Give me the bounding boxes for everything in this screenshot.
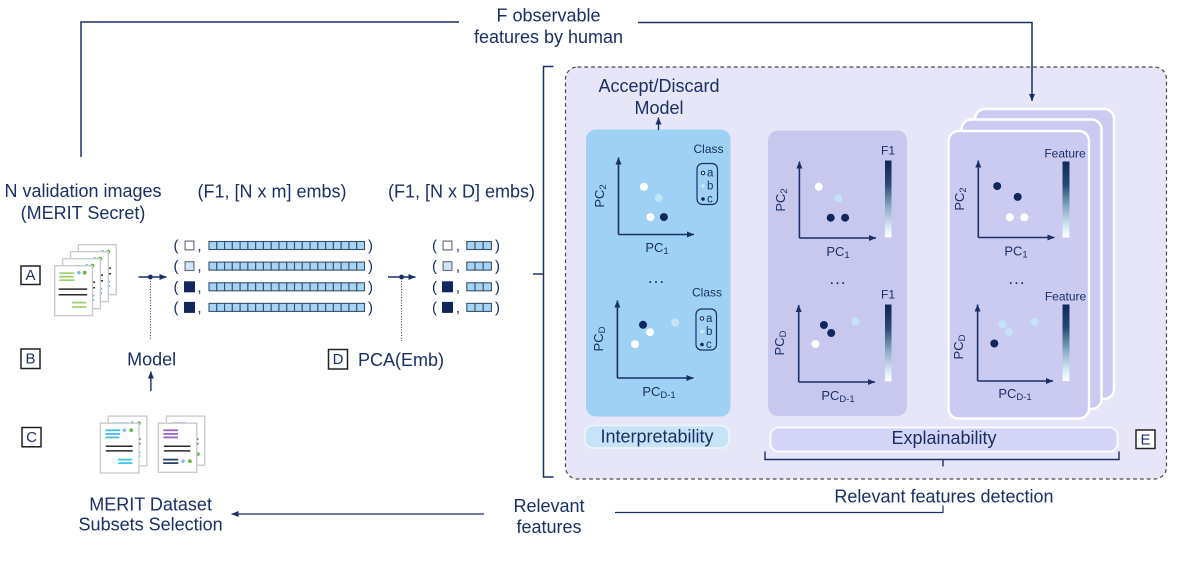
svg-text:(: (	[432, 299, 437, 316]
svg-text:Subsets Selection: Subsets Selection	[79, 515, 223, 535]
svg-text:Class: Class	[693, 142, 723, 156]
svg-text:Class: Class	[692, 286, 722, 300]
svg-text:b: b	[706, 326, 712, 338]
svg-text:(: (	[432, 258, 437, 275]
svg-text:,: ,	[456, 279, 460, 296]
svg-text:(F1, [N x m] embs): (F1, [N x m] embs)	[197, 182, 346, 202]
svg-text:a: a	[706, 313, 713, 325]
svg-text:...: ...	[648, 268, 665, 287]
svg-text:,: ,	[197, 258, 201, 275]
svg-text:Explainability: Explainability	[891, 428, 996, 448]
svg-text:,: ,	[197, 299, 201, 316]
svg-text:Relevant features detection: Relevant features detection	[834, 487, 1053, 507]
svg-text:(: (	[174, 279, 179, 296]
svg-text:PC1: PC1	[1004, 244, 1027, 261]
svg-text:Accept/Discard: Accept/Discard	[598, 76, 719, 96]
svg-text:(: (	[174, 238, 179, 255]
svg-text:(MERIT Secret): (MERIT Secret)	[21, 203, 146, 223]
svg-text:PC1: PC1	[826, 244, 849, 261]
svg-text:F1: F1	[881, 144, 895, 158]
svg-text:): )	[368, 238, 373, 255]
svg-text:features by human: features by human	[474, 27, 623, 47]
svg-text:): )	[368, 279, 373, 296]
svg-text:,: ,	[197, 238, 201, 255]
svg-text:D: D	[333, 351, 344, 368]
svg-text:a: a	[707, 168, 714, 180]
svg-text:,: ,	[456, 258, 460, 275]
svg-text:): )	[495, 238, 500, 255]
svg-text:c: c	[706, 339, 712, 351]
svg-text:PC2: PC2	[773, 188, 790, 211]
svg-text:A: A	[25, 267, 35, 284]
svg-text:,: ,	[456, 299, 460, 316]
svg-text:): )	[495, 279, 500, 296]
svg-text:): )	[495, 258, 500, 275]
svg-text:): )	[368, 258, 373, 275]
svg-text:MERIT Dataset: MERIT Dataset	[89, 495, 212, 515]
svg-text:): )	[368, 299, 373, 316]
svg-text:(: (	[174, 258, 179, 275]
svg-text:Model: Model	[634, 98, 683, 118]
svg-text:F1: F1	[881, 288, 895, 302]
svg-text:Interpretability: Interpretability	[600, 427, 713, 447]
svg-text:Relevant: Relevant	[513, 496, 584, 516]
svg-text:(: (	[432, 238, 437, 255]
svg-text:Feature: Feature	[1045, 290, 1087, 304]
svg-text:(: (	[174, 299, 179, 316]
svg-text:...: ...	[829, 269, 846, 288]
svg-text:PC2: PC2	[952, 187, 969, 210]
svg-text:,: ,	[456, 238, 460, 255]
svg-text:): )	[495, 299, 500, 316]
svg-text:,: ,	[197, 279, 201, 296]
svg-text:(: (	[432, 279, 437, 296]
svg-text:E: E	[1140, 432, 1150, 449]
svg-text:(F1, [N x D] embs): (F1, [N x D] embs)	[388, 182, 535, 202]
svg-text:Feature: Feature	[1044, 147, 1086, 161]
svg-text:PC2: PC2	[592, 184, 609, 207]
svg-text:F observable: F observable	[496, 6, 600, 26]
svg-text:N validation images: N validation images	[4, 181, 161, 201]
svg-text:C: C	[26, 429, 37, 446]
svg-text:B: B	[25, 351, 35, 368]
svg-text:Model: Model	[127, 350, 176, 370]
svg-text:...: ...	[1008, 269, 1025, 288]
svg-text:b: b	[707, 181, 713, 193]
svg-text:PCA(Emb): PCA(Emb)	[358, 350, 444, 370]
svg-text:PC1: PC1	[645, 240, 668, 257]
svg-text:c: c	[707, 194, 713, 206]
svg-text:features: features	[516, 517, 581, 537]
